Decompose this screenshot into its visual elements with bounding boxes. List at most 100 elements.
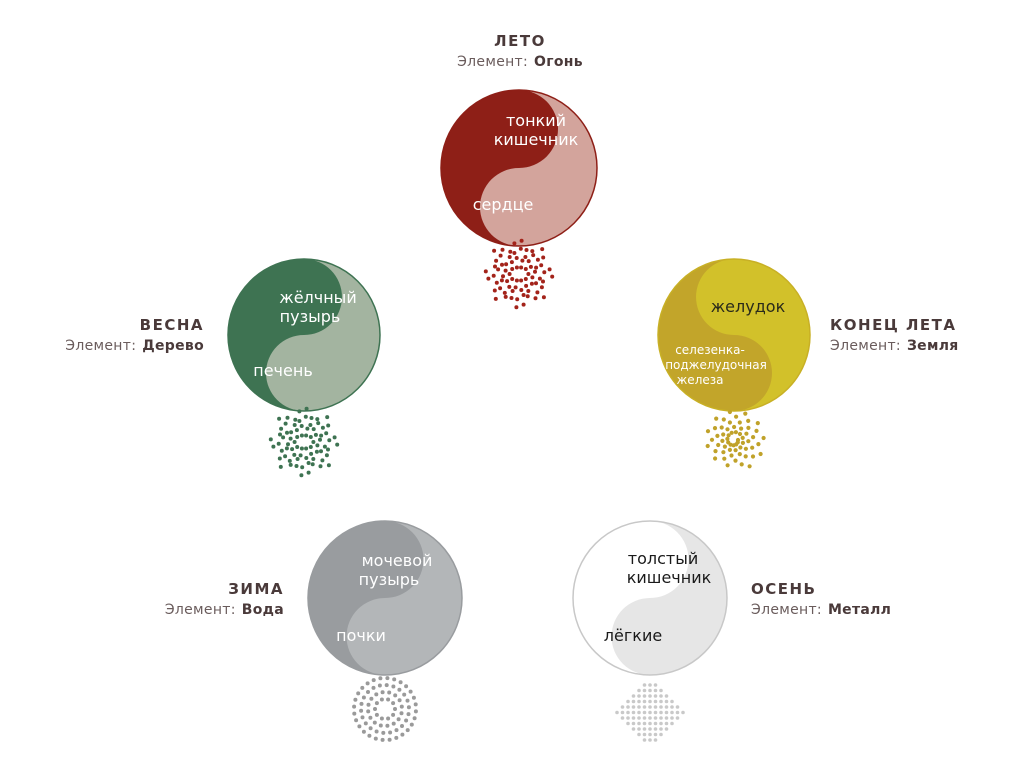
pattern-dot bbox=[547, 267, 552, 272]
pattern-dot bbox=[754, 428, 759, 433]
pattern-dot bbox=[360, 685, 365, 690]
pattern-dot bbox=[648, 727, 652, 731]
pattern-dot bbox=[716, 442, 721, 448]
pattern-dot bbox=[631, 721, 636, 726]
pattern-dot bbox=[642, 688, 647, 693]
pattern-dot bbox=[525, 294, 530, 299]
pattern-dot bbox=[659, 710, 663, 715]
pattern-dot bbox=[493, 264, 497, 269]
pattern-dot bbox=[737, 431, 743, 437]
pattern-dot bbox=[283, 421, 288, 426]
pattern-dot bbox=[354, 718, 359, 723]
pattern-dot bbox=[491, 273, 496, 278]
pattern-dot bbox=[290, 447, 295, 452]
pattern-dot bbox=[365, 681, 370, 686]
pattern-dot bbox=[326, 447, 330, 452]
organ-yin-line2: кишечник bbox=[627, 568, 712, 587]
pattern-dot bbox=[747, 464, 752, 469]
pattern-dot bbox=[648, 732, 652, 737]
pattern-dot bbox=[313, 432, 318, 437]
pattern-dot bbox=[526, 259, 531, 264]
pattern-dot bbox=[310, 462, 315, 467]
pattern-dot bbox=[315, 417, 320, 422]
label-winter: ЗИМА Элемент:Вода bbox=[110, 580, 284, 618]
element-key: Элемент: bbox=[457, 54, 529, 70]
organ-yang: почки bbox=[336, 626, 386, 645]
pattern-dot bbox=[541, 255, 546, 260]
pattern-dot bbox=[642, 732, 647, 737]
pattern-dot bbox=[400, 732, 405, 737]
pattern-dot bbox=[308, 445, 313, 449]
pattern-dot bbox=[648, 721, 652, 726]
pattern-dot bbox=[637, 688, 641, 693]
pattern-dot bbox=[533, 296, 538, 301]
pattern-dot bbox=[659, 705, 663, 709]
element-key: Элемент: bbox=[751, 602, 822, 618]
pattern-dot bbox=[492, 288, 497, 293]
pattern-dot bbox=[520, 258, 525, 263]
pattern-dot bbox=[743, 454, 748, 459]
spring-circle: жёлчный пузырь печень bbox=[227, 258, 381, 412]
pattern-dot bbox=[670, 699, 674, 704]
pattern-dot bbox=[514, 278, 519, 283]
pattern-dot bbox=[493, 296, 498, 301]
pattern-dot bbox=[637, 732, 641, 737]
pattern-dot bbox=[483, 269, 488, 274]
pattern-dot bbox=[288, 436, 293, 441]
pattern-dot bbox=[287, 458, 292, 463]
pattern-dot bbox=[740, 440, 746, 445]
pattern-dot bbox=[325, 415, 330, 420]
pattern-dot bbox=[324, 453, 329, 458]
pattern-dot bbox=[297, 419, 302, 423]
pattern-dot bbox=[406, 712, 411, 717]
pattern-dot bbox=[626, 699, 630, 704]
pattern-dot bbox=[513, 285, 518, 290]
pattern-dot bbox=[637, 710, 641, 715]
pattern-dot bbox=[386, 697, 391, 702]
pattern-dot bbox=[405, 728, 410, 733]
pattern-dot bbox=[284, 446, 289, 451]
autumn-dot-pattern bbox=[615, 683, 685, 742]
pattern-dot bbox=[720, 438, 725, 443]
pattern-dot bbox=[404, 684, 409, 689]
pattern-dot bbox=[637, 699, 641, 704]
pattern-dot bbox=[519, 288, 524, 292]
element-value: Металл bbox=[827, 602, 892, 618]
pattern-dot bbox=[374, 692, 379, 697]
pattern-dot bbox=[523, 277, 528, 281]
pattern-dot bbox=[746, 425, 751, 430]
pattern-dot bbox=[537, 276, 542, 281]
pattern-dot bbox=[391, 721, 396, 726]
pattern-dot bbox=[391, 712, 396, 717]
pattern-dot bbox=[392, 677, 397, 682]
pattern-dot bbox=[294, 428, 299, 433]
season-title: ЗИМА bbox=[228, 580, 284, 598]
pattern-dot bbox=[761, 435, 766, 441]
pattern-dot bbox=[394, 735, 399, 740]
pattern-dot bbox=[620, 705, 625, 709]
pattern-dot bbox=[326, 423, 331, 428]
pattern-dot bbox=[507, 272, 512, 276]
pattern-dot bbox=[729, 453, 734, 458]
pattern-dot bbox=[648, 705, 652, 709]
pattern-dot bbox=[653, 688, 658, 693]
winter-circle: мочевой пузырь почки bbox=[307, 520, 463, 676]
pattern-dot bbox=[653, 710, 658, 715]
pattern-dot bbox=[529, 281, 534, 286]
pattern-dot bbox=[279, 426, 284, 431]
pattern-dot bbox=[299, 446, 304, 451]
pattern-dot bbox=[292, 452, 297, 457]
pattern-dot bbox=[670, 705, 674, 709]
pattern-dot bbox=[758, 451, 763, 457]
pattern-dot bbox=[681, 710, 685, 715]
autumn-circle: толстый кишечник лёгкие bbox=[572, 520, 728, 676]
pattern-dot bbox=[534, 265, 539, 270]
pattern-dot bbox=[713, 449, 718, 454]
pattern-dot bbox=[409, 722, 414, 727]
label-late-summer: КОНЕЦ ЛЕТА Элемент:Земля bbox=[830, 316, 1020, 354]
pattern-dot bbox=[379, 716, 384, 721]
pattern-dot bbox=[526, 289, 531, 293]
pattern-dot bbox=[400, 724, 404, 728]
element-key: Элемент: bbox=[164, 602, 236, 618]
pattern-dot bbox=[276, 441, 281, 446]
